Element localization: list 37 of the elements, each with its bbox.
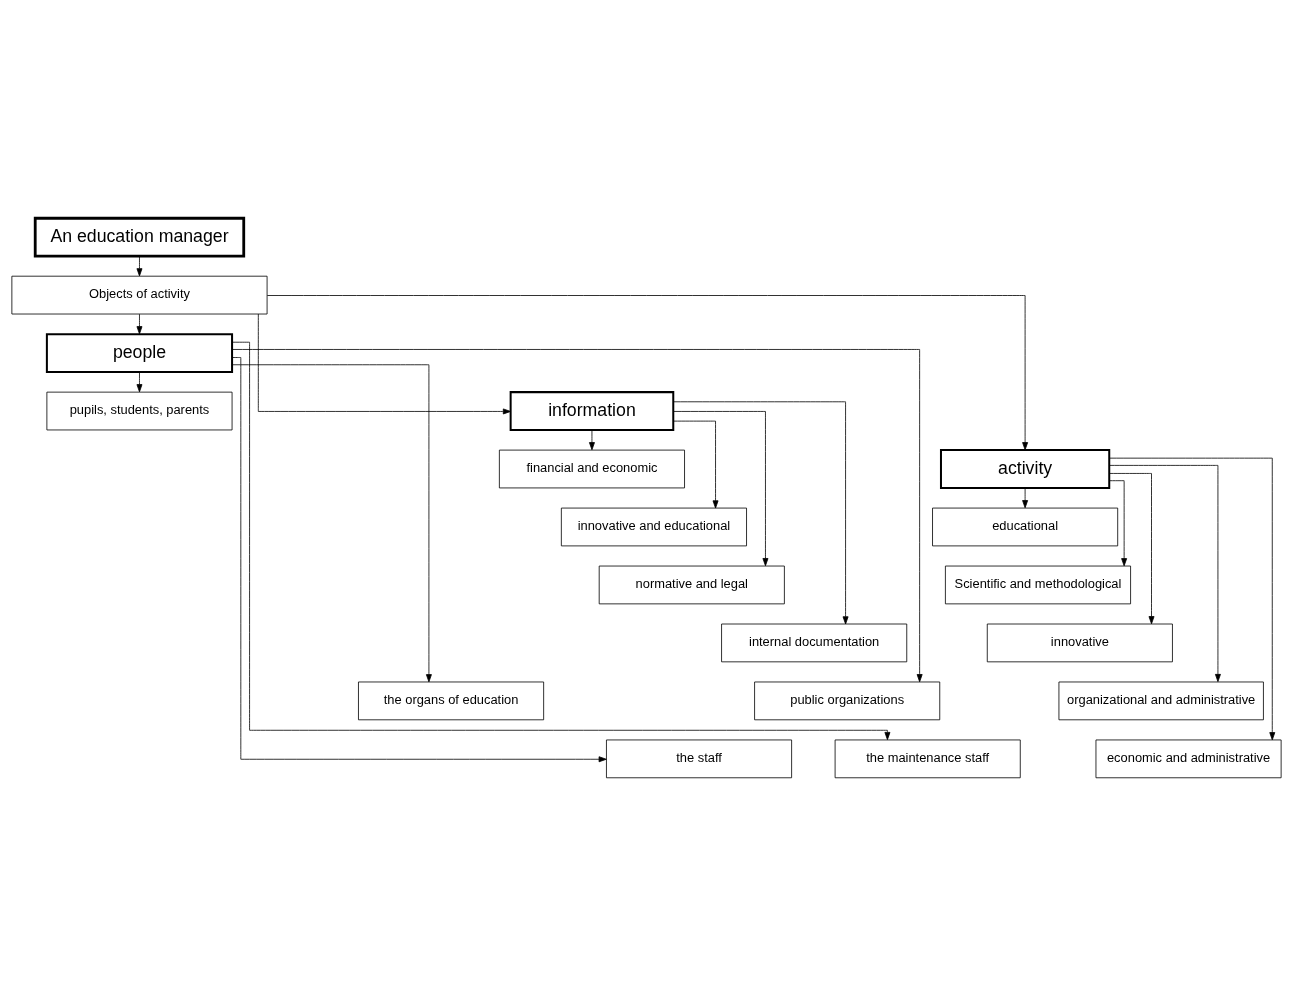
arrow bbox=[232, 349, 923, 683]
arrow bbox=[1109, 457, 1276, 741]
arrow bbox=[257, 313, 511, 415]
node-box: educational bbox=[932, 507, 1119, 547]
node-box: the staff bbox=[606, 739, 793, 779]
arrow bbox=[589, 429, 595, 451]
arrow bbox=[266, 295, 1029, 451]
node-box: normative and legal bbox=[598, 565, 785, 605]
arrow bbox=[136, 255, 143, 277]
node-box: An education manager bbox=[33, 216, 246, 258]
arrow bbox=[136, 313, 143, 335]
arrow bbox=[1109, 465, 1221, 683]
arrow bbox=[1108, 480, 1128, 567]
arrow bbox=[1022, 487, 1029, 509]
arrow bbox=[136, 371, 143, 393]
arrow bbox=[231, 341, 891, 741]
node-box: activity bbox=[939, 449, 1111, 489]
node-box: Objects of activity bbox=[11, 275, 268, 315]
node-box: public organizations bbox=[754, 681, 941, 721]
node-box: economic and administrative bbox=[1095, 739, 1282, 779]
arrow bbox=[672, 420, 719, 509]
node-box: organizational and administrative bbox=[1058, 681, 1264, 721]
node-box: the organs of education bbox=[358, 681, 545, 721]
arrow bbox=[1109, 473, 1155, 625]
arrow bbox=[672, 411, 769, 567]
arrow bbox=[231, 364, 432, 683]
node-box: pupils, students, parents bbox=[46, 391, 233, 431]
node-box: the maintenance staff bbox=[834, 739, 1021, 779]
node-box: people bbox=[45, 333, 234, 373]
arrow bbox=[673, 401, 849, 625]
node-box: innovative and educational bbox=[560, 507, 747, 547]
arrow bbox=[231, 357, 607, 763]
node-box: internal documentation bbox=[721, 623, 908, 663]
node-box: information bbox=[509, 391, 675, 431]
node-box: financial and economic bbox=[498, 449, 685, 489]
node-box: innovative bbox=[986, 623, 1173, 663]
node-box: Scientific and methodological bbox=[945, 565, 1131, 605]
